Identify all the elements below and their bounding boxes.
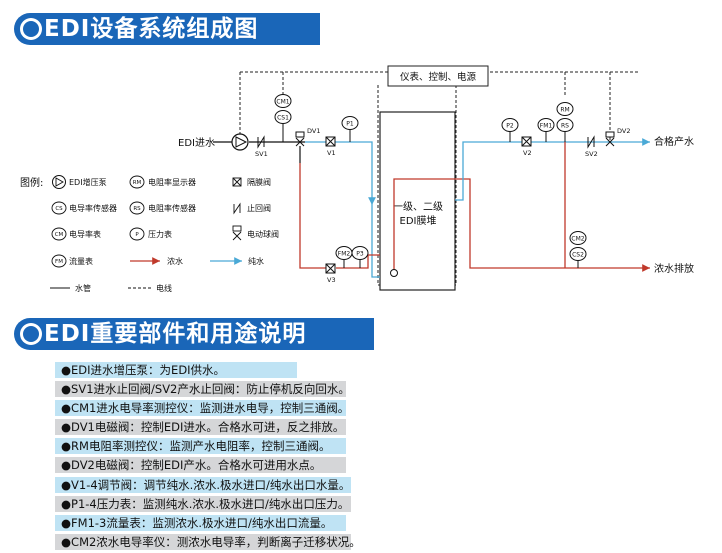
legend-pipe: 水管 — [75, 283, 91, 293]
legend-cm-symbol: CM — [55, 232, 64, 238]
list-item: ●P1-4压力表：监测纯水.浓水.极水进口/纯水出口压力。 — [55, 495, 351, 512]
legend-check: 止回阀 — [247, 203, 271, 213]
cm2-label: CM2 — [571, 236, 584, 243]
v2-label: V2 — [523, 149, 532, 157]
legend-diaphragm: 隔膜阀 — [247, 177, 271, 187]
rs-sensor: RS — [556, 118, 574, 132]
diaphragm-valve-v2-icon — [521, 136, 532, 147]
diaphragm-valve-v1-icon — [325, 136, 336, 147]
p2-gauge: P2 — [501, 118, 519, 132]
edi-system-diagram: 仪表、控制、电源 一级、二级 EDI膜堆 EDI进水 SV1 CM1 CS — [20, 65, 694, 293]
rm-display: RM — [556, 102, 574, 116]
legend-pure: 纯水 — [248, 256, 264, 266]
legend-cm: 电导率表 — [69, 229, 101, 239]
fm1-label: FM1 — [540, 123, 553, 130]
list-item: ●RM电阻率测控仪：监测产水电阻率，控制三通阀。 — [55, 438, 346, 455]
list-item: ●DV2电磁阀：控制EDI产水。合格水可进用水点。 — [55, 457, 346, 474]
fm2-flowmeter: FM2 — [335, 246, 353, 260]
check-valve-sv2-icon — [587, 135, 595, 149]
check-valve-sv1-icon — [257, 135, 265, 149]
rs-label: RS — [561, 123, 569, 130]
inlet-label: EDI进水 — [178, 137, 215, 149]
dv1-label: DV1 — [307, 127, 320, 135]
legend-cs-symbol: CS — [55, 206, 63, 212]
edi-stack — [379, 111, 456, 291]
list-item: ●DV1电磁阀：控制EDI进水。合格水可进，反之排放。 — [55, 419, 346, 436]
p1-label: P1 — [346, 121, 354, 128]
cm1-meter: CM1 — [274, 94, 292, 108]
control-box — [387, 65, 489, 87]
legend-ball-icon — [232, 225, 242, 241]
legend-check-icon — [233, 202, 241, 215]
diaphragm-valve-v3-icon — [325, 263, 336, 274]
legend-rm: 电阻率显示器 — [148, 177, 196, 187]
outlet-label: 合格产水 — [654, 135, 694, 148]
list-item: ●FM1-3流量表：监测浓水.极水进口/纯水出口流量。 — [55, 514, 346, 531]
fm1-flowmeter: FM1 — [537, 118, 555, 132]
legend-fm-symbol: FM — [55, 259, 63, 265]
legend-rm-symbol: RM — [133, 180, 142, 186]
reject-label: 浓水排放 — [654, 262, 694, 275]
cs2-label: CS2 — [572, 252, 584, 259]
sv2-label: SV2 — [585, 150, 598, 158]
ball-valve-dv1-icon — [295, 131, 305, 147]
legend-cs: 电导率传感器 — [69, 203, 117, 213]
v3-label: V3 — [327, 276, 336, 284]
banner-bullet-icon — [20, 18, 42, 40]
cs1-label: CS1 — [277, 115, 289, 122]
legend-fm: 流量表 — [69, 256, 93, 266]
legend-rs: 电阻率传感器 — [148, 203, 196, 213]
edi-stack-label-line2: EDI膜堆 — [400, 215, 437, 227]
legend-pump-icon — [52, 175, 66, 189]
legend-cable: 电线 — [156, 283, 172, 293]
diagram-title: EDI设备系统组成图 — [44, 16, 259, 42]
cm1-label: CM1 — [276, 99, 289, 106]
control-box-label: 仪表、控制、电源 — [400, 71, 477, 83]
fm2-p3-stems — [343, 260, 361, 268]
list-item: ●CM1进水电导率测控仪：监测进水电导，控制三通阀。 — [55, 400, 349, 417]
p2-label: P2 — [506, 123, 514, 130]
cs1-sensor: CS1 — [274, 110, 292, 124]
fm2-label: FM2 — [338, 251, 351, 258]
list-item: ●CM2浓水电导率仪：测浓水电导率，判断离子迁移状况。 — [55, 533, 361, 550]
legend-p-symbol: P — [135, 232, 139, 238]
product-pipe — [455, 138, 650, 201]
sv1-label: SV1 — [255, 150, 268, 158]
legend: 图例: EDI增压泵 RM 电阻率显示器 隔膜阀 CS 电导率传感器 RS 电阻… — [20, 175, 279, 293]
pump-icon — [231, 133, 249, 151]
cm2-meter: CM2 — [569, 231, 587, 245]
legend-conc: 浓水 — [167, 256, 183, 266]
list-item: ●SV1进水止回阀/SV2产水止回阀：防止停机反向回水。 — [55, 381, 350, 398]
ball-valve-dv2-icon — [605, 131, 615, 147]
rm-label: RM — [560, 107, 569, 114]
legend-rs-symbol: RS — [133, 206, 141, 212]
legend-p: 压力表 — [148, 229, 172, 239]
list-item: ●V1-4调节阀：调节纯水.浓水.极水进口/纯水出口水量。 — [55, 476, 351, 493]
legend-pump: EDI增压泵 — [69, 177, 107, 187]
concentrate-feed — [299, 163, 650, 273]
edi-stack-label-line1: 一级、二级 — [393, 201, 443, 213]
legend-ball: 电动球阀 — [247, 229, 279, 239]
p3-gauge: P3 — [351, 246, 369, 260]
diagram-title-banner: EDI设备系统组成图 — [14, 13, 320, 45]
p1-gauge: P1 — [341, 116, 359, 130]
concentrate-valve-node — [390, 269, 398, 277]
cs2-sensor: CS2 — [569, 247, 587, 261]
legend-diaphragm-icon — [232, 177, 242, 187]
dv2-label: DV2 — [617, 127, 630, 135]
v1-label: V1 — [327, 149, 336, 157]
list-item: ●EDI进水增压泵：为EDI供水。 — [55, 362, 297, 378]
p3-label: P3 — [356, 251, 364, 258]
banner-bullet-icon — [20, 323, 42, 345]
parts-title: EDI重要部件和用途说明 — [44, 321, 307, 347]
parts-title-banner: EDI重要部件和用途说明 — [14, 318, 374, 350]
legend-title: 图例: — [20, 176, 43, 189]
parts-list: ●EDI进水增压泵：为EDI供水。 ●SV1进水止回阀/SV2产水止回阀：防止停… — [55, 362, 361, 553]
